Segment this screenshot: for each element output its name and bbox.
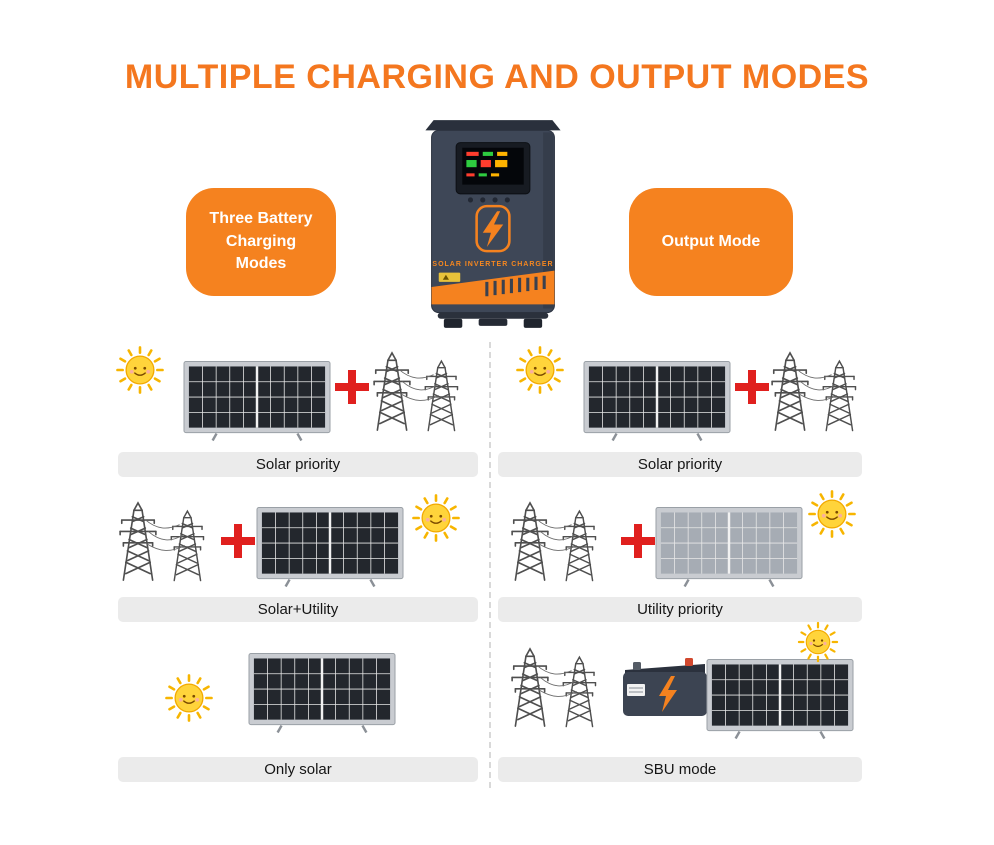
- mode-label-bar: Utility priority: [498, 597, 862, 622]
- solar-panel-gray-icon: [655, 506, 803, 588]
- mode-label: Utility priority: [637, 601, 723, 618]
- mode-label-bar: Solar priority: [118, 452, 478, 477]
- solar-panel-icon: [183, 360, 331, 442]
- power-towers-icon: [504, 636, 608, 740]
- inverter-brand-text: SOLAR INVERTER CHARGER: [432, 261, 554, 268]
- plus-icon: [621, 524, 655, 558]
- plus-icon: [221, 524, 255, 558]
- plus-icon: [335, 370, 369, 404]
- column-divider: [489, 342, 491, 788]
- plus-icon: [735, 370, 769, 404]
- solar-panel-icon: [583, 360, 731, 442]
- solar-panel-icon: [256, 506, 404, 588]
- mode-label-bar: SBU mode: [498, 757, 862, 782]
- sun-icon: [114, 344, 166, 396]
- page-title: MULTIPLE CHARGING AND OUTPUT MODES: [124, 58, 870, 96]
- mode-label: Solar priority: [637, 456, 723, 473]
- mode-label: Only solar: [264, 761, 332, 778]
- badge-three-battery-charging-modes: Three Battery Charging Modes: [186, 188, 336, 296]
- mode-label: Solar priority: [255, 456, 341, 473]
- sun-icon: [796, 620, 840, 664]
- badge-right-label: Output Mode: [661, 232, 761, 250]
- power-towers-icon: [366, 340, 470, 444]
- power-towers-icon: [112, 490, 216, 594]
- sun-icon: [514, 344, 566, 396]
- mode-label-bar: Only solar: [118, 757, 478, 782]
- sun-icon: [163, 672, 215, 724]
- sun-icon: [410, 492, 462, 544]
- power-towers-icon: [764, 340, 868, 444]
- solar-panel-icon: [706, 658, 854, 740]
- mode-label-bar: Solar+Utility: [118, 597, 478, 622]
- sun-icon: [806, 488, 858, 540]
- inverter-illustration: [411, 116, 575, 331]
- battery-icon: [617, 652, 713, 722]
- solar-panel-icon: [248, 652, 396, 734]
- mode-label: SBU mode: [643, 761, 717, 778]
- badge-output-mode: Output Mode: [629, 188, 793, 296]
- mode-label: Solar+Utility: [257, 601, 339, 618]
- mode-label-bar: Solar priority: [498, 452, 862, 477]
- badge-left-label: Three Battery Charging Modes: [209, 210, 313, 273]
- power-towers-icon: [504, 490, 608, 594]
